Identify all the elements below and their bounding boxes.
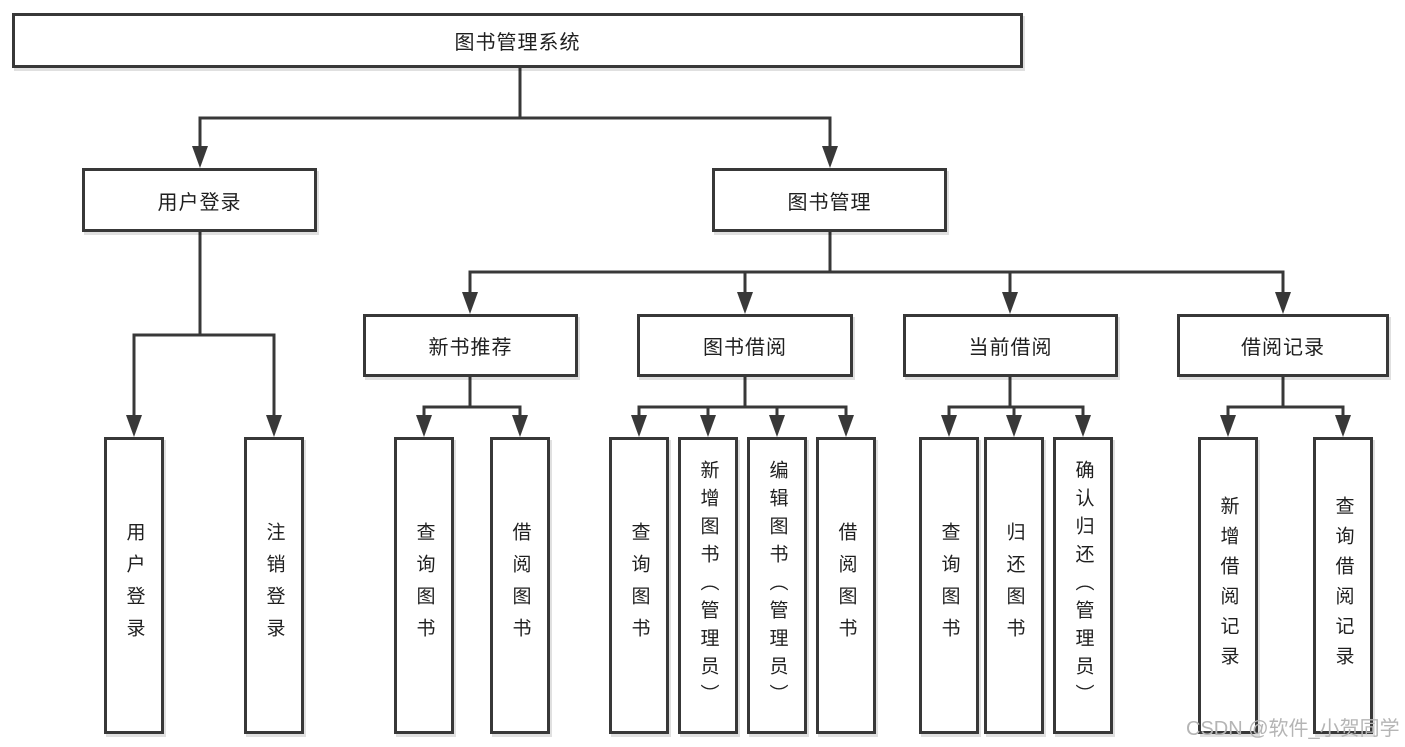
leaf-add-borrow-record-label: 新增借阅记录: [1217, 495, 1239, 676]
node-user-login: 用户登录: [82, 168, 317, 232]
leaf-query-books-recommend: 查询图书: [394, 437, 454, 734]
leaf-borrow-books-recommend-label: 借阅图书: [509, 521, 531, 650]
leaf-query-books-borrow-label: 查询图书: [628, 521, 650, 650]
leaf-add-books-admin: 新增图书（管理员）: [678, 437, 738, 734]
leaf-edit-books-admin: 编辑图书（管理员）: [747, 437, 807, 734]
leaf-query-borrow-record: 查询借阅记录: [1313, 437, 1373, 734]
leaf-borrow-books-label: 借阅图书: [835, 521, 857, 650]
leaf-query-borrow-record-label: 查询借阅记录: [1332, 495, 1354, 676]
node-new-book-recommend: 新书推荐: [363, 314, 578, 377]
node-book-management-label: 图书管理: [787, 191, 872, 214]
node-book-management: 图书管理: [712, 168, 947, 232]
leaf-query-books-recommend-label: 查询图书: [413, 521, 435, 650]
node-borrow-records: 借阅记录: [1177, 314, 1389, 377]
node-new-book-recommend-label: 新书推荐: [428, 337, 513, 359]
leaf-borrow-books-recommend: 借阅图书: [490, 437, 550, 734]
tree-edges: [132, 66, 1345, 421]
node-user-login-label: 用户登录: [157, 191, 242, 214]
leaf-logout: 注销登录: [244, 437, 304, 734]
leaf-edit-books-admin-label: 编辑图书（管理员）: [766, 459, 788, 712]
leaf-query-books-current-label: 查询图书: [938, 521, 960, 650]
node-root-label: 图书管理系统: [454, 32, 581, 54]
leaf-return-books: 归还图书: [984, 437, 1044, 734]
node-current-borrow: 当前借阅: [903, 314, 1118, 377]
leaf-user-login-label: 用户登录: [123, 521, 145, 650]
leaf-query-books-borrow: 查询图书: [609, 437, 669, 734]
leaf-confirm-return-admin: 确认归还（管理员）: [1053, 437, 1113, 734]
csdn-watermark: CSDN @软件_小贺同学: [1186, 718, 1400, 740]
leaf-confirm-return-admin-label: 确认归还（管理员）: [1072, 459, 1094, 712]
node-book-borrow: 图书借阅: [637, 314, 853, 377]
node-borrow-records-label: 借阅记录: [1241, 337, 1325, 359]
node-book-borrow-label: 图书借阅: [703, 337, 787, 359]
leaf-return-books-label: 归还图书: [1003, 521, 1025, 650]
leaf-add-borrow-record: 新增借阅记录: [1198, 437, 1258, 734]
leaf-query-books-current: 查询图书: [919, 437, 979, 734]
node-root-library-system: 图书管理系统: [12, 13, 1023, 68]
leaf-borrow-books: 借阅图书: [816, 437, 876, 734]
leaf-add-books-admin-label: 新增图书（管理员）: [697, 459, 719, 712]
leaf-logout-label: 注销登录: [263, 521, 285, 650]
leaf-user-login: 用户登录: [104, 437, 164, 734]
node-current-borrow-label: 当前借阅: [968, 337, 1053, 359]
